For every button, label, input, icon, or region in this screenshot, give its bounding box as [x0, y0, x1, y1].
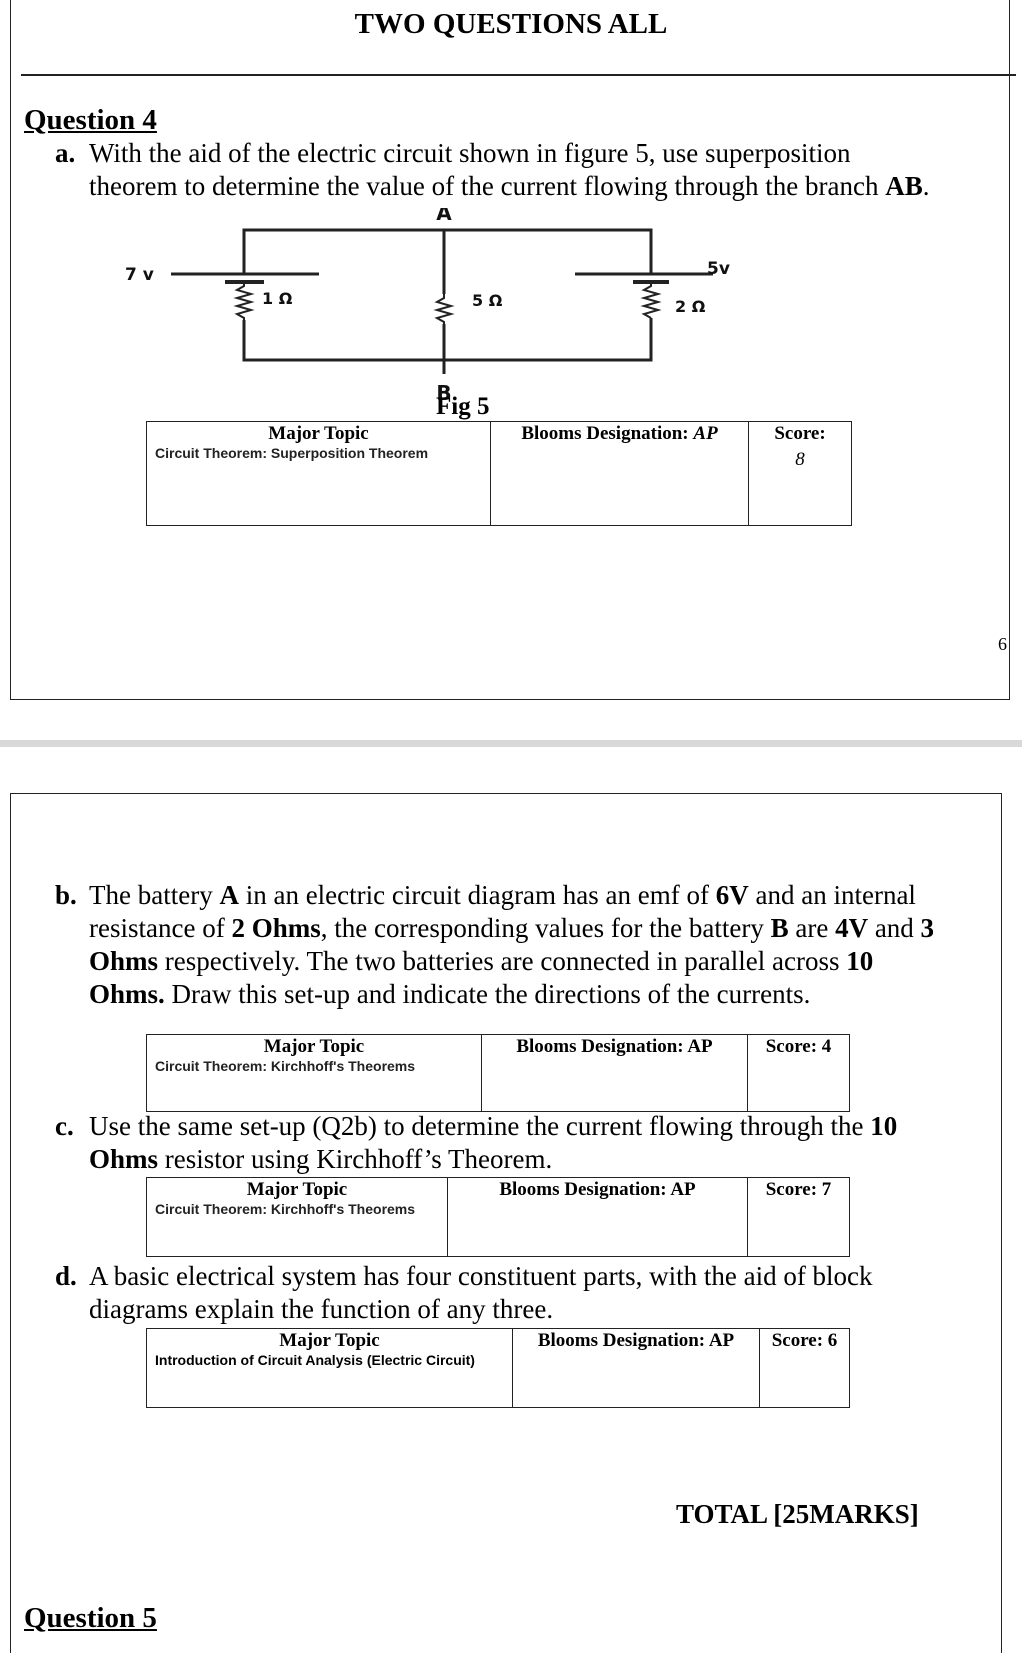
score-cell: Score: 8 — [748, 421, 852, 526]
blooms-designation: Blooms Designation: AP — [499, 1179, 696, 1200]
question-4a-info-table: Major Topic Circuit Theorem: Superpositi… — [146, 421, 852, 526]
resistor-3-label: 2 Ω — [675, 297, 706, 316]
question-c-text: c.Use the same set-up (Q2b) to determine… — [55, 1111, 898, 1174]
figure-caption: Fig 5 — [436, 393, 490, 420]
major-topic-cell: Major Topic Circuit Theorem: Superpositi… — [146, 421, 491, 526]
total-marks: TOTAL [25MARKS] — [676, 1499, 919, 1529]
score: Score: 7 — [765, 1179, 832, 1200]
major-topic-value: Circuit Theorem: Kirchhoff's Theorems — [155, 1058, 416, 1074]
major-topic-value: Circuit Theorem: Kirchhoff's Theorems — [155, 1201, 416, 1217]
resistor-1-label: 1 Ω — [262, 289, 293, 308]
node-a-label: A — [436, 208, 452, 225]
blooms-designation: Blooms Designation: AP — [537, 1330, 735, 1351]
question-c-info-table: Major Topic Circuit Theorem: Kirchhoff's… — [146, 1177, 850, 1257]
right-source-label: 5v — [707, 259, 730, 279]
question-4-heading: Question 4 — [24, 104, 157, 136]
blooms-designation: Blooms Designation: AP — [516, 1036, 713, 1057]
major-topic-value: Introduction of Circuit Analysis (Electr… — [155, 1352, 475, 1368]
left-source-label: 7 v — [125, 265, 154, 285]
circuit-figure-5: A B 7 v 5v 1 Ω 5 Ω 2 Ω — [125, 208, 730, 405]
question-b-info-table: Major Topic Circuit Theorem: Kirchhoff's… — [146, 1034, 850, 1112]
score: Score: 6 — [771, 1330, 838, 1351]
node-b-label: B — [436, 381, 451, 405]
question-5-heading: Question 5 — [24, 1602, 157, 1634]
major-topic-value: Circuit Theorem: Superposition Theorem — [155, 445, 429, 461]
page-2: b.The battery A in an electric circuit d… — [10, 793, 1002, 1653]
question-d-text: d.A basic electrical system has four con… — [55, 1261, 873, 1324]
question-b-text: b.The battery A in an electric circuit d… — [55, 880, 935, 1009]
page-1: TWO QUESTIONS ALL Question 4 a.With the … — [10, 0, 1016, 700]
resistor-2-label: 5 Ω — [472, 291, 503, 310]
question-4a-text: a.With the aid of the electric circuit s… — [55, 138, 930, 201]
title-divider — [21, 74, 1016, 76]
page-title: TWO QUESTIONS ALL — [354, 8, 668, 40]
score: Score: 4 — [765, 1036, 832, 1057]
page-number: 6 — [998, 634, 1007, 654]
score-value: 8 — [795, 449, 805, 470]
part-a-label: a. — [55, 138, 76, 168]
question-d-info-table: Major Topic Introduction of Circuit Anal… — [146, 1328, 850, 1408]
blooms-cell: Blooms Designation: AP — [490, 421, 749, 526]
page-separator — [0, 740, 1022, 747]
